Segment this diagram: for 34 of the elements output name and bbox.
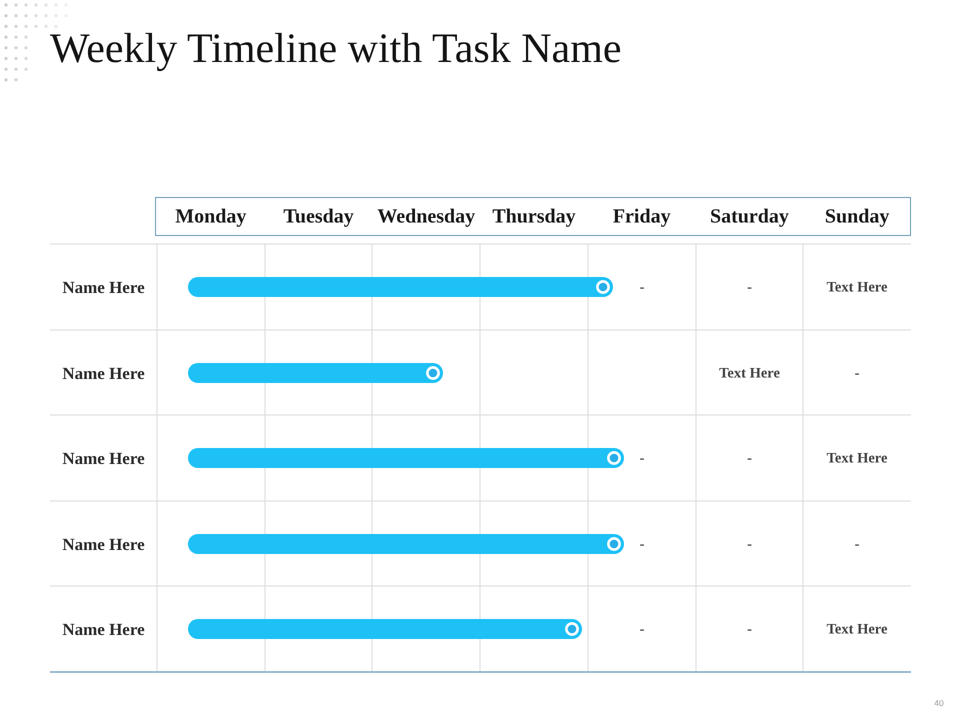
cell-text: Text Here bbox=[826, 280, 888, 296]
cell-text: - bbox=[747, 622, 752, 638]
day-label: Tuesday bbox=[283, 205, 354, 228]
timeline-bar bbox=[188, 277, 613, 297]
cell-text: - bbox=[640, 536, 644, 553]
day-label: Sunday bbox=[824, 205, 890, 228]
cell-text: - bbox=[854, 365, 860, 382]
page-number: 40 bbox=[934, 699, 944, 709]
cell-text: - bbox=[747, 450, 752, 468]
task-name: Name Here bbox=[62, 620, 145, 640]
day-label: Saturday bbox=[710, 205, 789, 228]
timeline-bar bbox=[188, 362, 443, 382]
title: Weekly Timeline with Task Name bbox=[50, 28, 622, 70]
task-name: Name Here bbox=[62, 534, 145, 554]
cell-text: Text Here bbox=[826, 450, 888, 468]
cell-text: - bbox=[747, 536, 752, 553]
day-label: Friday bbox=[612, 205, 671, 228]
day-label: Thursday bbox=[492, 205, 576, 228]
cell-text: - bbox=[640, 450, 644, 468]
day-label: Wednesday bbox=[377, 205, 476, 228]
cell-text: - bbox=[640, 280, 644, 296]
cell-text: - bbox=[747, 280, 752, 296]
cell-text: - bbox=[640, 622, 644, 638]
timeline-bar bbox=[188, 448, 624, 468]
task-name: Name Here bbox=[62, 364, 145, 384]
timeline-bar bbox=[188, 619, 582, 639]
day-label: Monday bbox=[175, 205, 246, 228]
cell-text: Text Here bbox=[826, 622, 888, 638]
timeline-bar bbox=[188, 534, 624, 554]
cell-text: Text Here bbox=[719, 365, 780, 382]
task-name: Name Here bbox=[62, 449, 145, 469]
day-header-bar bbox=[155, 197, 911, 236]
cell-text: - bbox=[854, 536, 860, 553]
task-name: Name Here bbox=[62, 278, 145, 298]
